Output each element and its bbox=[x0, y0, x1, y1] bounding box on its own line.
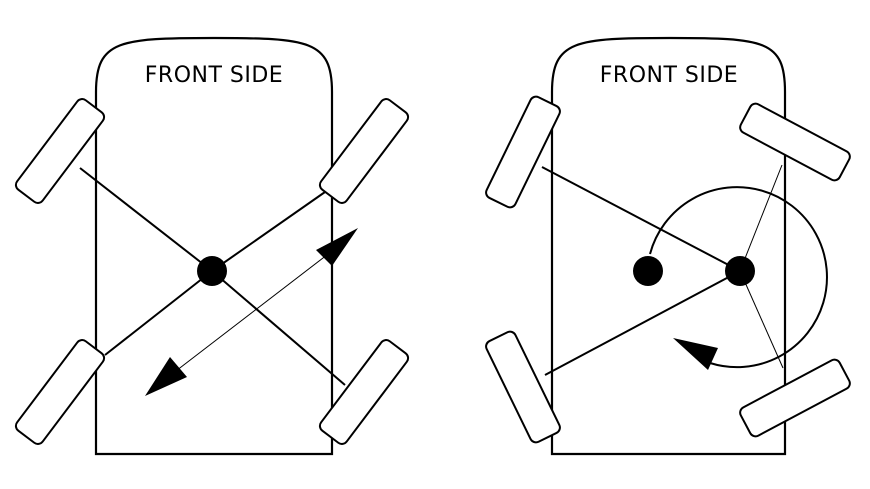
wheel-front-right bbox=[318, 98, 410, 204]
link-line-front-left-2 bbox=[541, 166, 741, 272]
wheel-rear-left-2 bbox=[485, 330, 561, 444]
panel-rotation: FRONT SIDE bbox=[485, 36, 851, 456]
link-line-rear-left bbox=[104, 270, 213, 356]
movement-arrow-shaft bbox=[171, 247, 337, 375]
vehicle-body-left bbox=[94, 36, 334, 456]
link-line-rear-right-2 bbox=[739, 270, 784, 369]
center-hub-right bbox=[633, 256, 663, 286]
rotation-arc bbox=[649, 186, 828, 369]
wheel-rear-right bbox=[318, 339, 410, 445]
front-side-label-left: FRONT SIDE bbox=[145, 63, 283, 88]
wheel-front-left bbox=[14, 98, 106, 204]
panel-diagonal: FRONT SIDE bbox=[14, 36, 410, 456]
wheel-front-left-2 bbox=[485, 95, 561, 209]
vehicle-body-right bbox=[550, 36, 787, 456]
wheel-rear-right-2 bbox=[739, 358, 851, 438]
wheel-front-right-2 bbox=[739, 102, 851, 182]
link-line-rear-left-2 bbox=[544, 270, 741, 376]
front-side-label-right: FRONT SIDE bbox=[600, 63, 738, 88]
link-line-front-right bbox=[211, 191, 326, 272]
center-hub-left bbox=[197, 256, 227, 286]
link-line-rear-right bbox=[211, 270, 346, 386]
movement-arrowhead-up bbox=[316, 228, 358, 266]
rotation-arrowhead bbox=[673, 338, 718, 370]
link-line-front-left bbox=[79, 167, 213, 272]
movement-arrowhead-down bbox=[145, 357, 187, 396]
pivot-hub-right bbox=[725, 256, 755, 286]
wheel-rear-left bbox=[14, 339, 106, 445]
link-line-front-right-2 bbox=[739, 164, 783, 272]
